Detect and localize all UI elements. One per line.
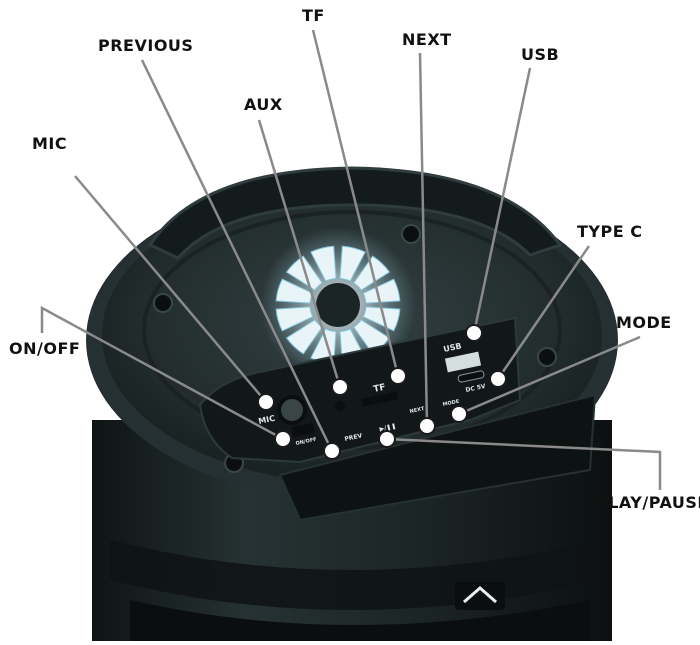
panel-label-play: ▶/❚❚ [379,423,397,433]
leader-line-tf [311,29,400,377]
leader-line-on-off [40,305,284,441]
led-segment [275,278,314,304]
callout-label-aux: AUX [244,95,283,114]
led-segment [310,245,337,282]
leader-line-previous [140,59,334,452]
callout-label-usb: USB [521,45,560,64]
panel-label-tf: TF [373,383,387,395]
callout-marker-next [418,417,436,435]
leader-line-type-c [496,245,591,380]
callout-marker-play-pause [378,430,396,448]
led-segment [285,319,324,355]
leader-lines [40,29,662,490]
callout-label-previous: PREVIOUS [98,36,194,55]
callout-marker-type-c [489,370,507,388]
callout-label-on-off: ON/OFF [9,339,81,358]
typec-port [457,370,485,383]
tf-slot [361,391,399,407]
panel-label-dc: DC 5V [465,383,487,394]
callout-marker-tf [389,367,407,385]
callout-markers [257,324,507,460]
aux-jack [277,395,307,425]
body-grille-lower [130,600,590,641]
callout-marker-mode [450,405,468,423]
led-segment [362,278,401,304]
control-panel [198,316,522,464]
callout-label-type-c: TYPE C [577,222,643,241]
carry-handle [147,166,563,260]
mic-jack [335,401,345,411]
led-segment [339,245,366,282]
led-segment [275,306,314,332]
front-display [278,393,597,522]
callout-label-mode: MODE [616,313,672,332]
panel-label-mic: MIC [258,414,276,426]
callout-marker-previous [323,442,341,460]
leader-line-play-pause [386,437,662,490]
screw-hole [537,347,557,367]
panel-label-onoff: ON/OFF [295,437,317,447]
leader-line-aux [257,119,342,388]
body-badge-glyph [463,586,497,604]
leader-line-next [418,52,429,427]
led-center [316,283,360,327]
screw-hole [153,293,173,313]
onoff-switch [291,423,315,437]
callout-marker-usb [465,324,483,342]
callout-label-tf: TF [302,6,325,25]
usb-port [444,351,482,373]
callout-marker-aux [331,378,349,396]
leader-line-mode [458,335,641,416]
callout-label-mic: MIC [32,134,68,153]
leader-line-mic [74,175,267,403]
panel-label-next: NEXT [409,406,425,415]
panel-label-mode: MODE [442,398,460,407]
body-badge [455,582,505,610]
callout-label-play-pause: PLAY/PAUSE [596,493,700,512]
callout-label-next: NEXT [402,30,452,49]
callout-marker-on-off [274,430,292,448]
screw-hole [401,224,421,244]
leader-line-usb [472,67,532,334]
callout-marker-mic [257,393,275,411]
panel-label-prev: PREV [344,432,363,443]
panel-label-usb: USB [443,341,463,354]
led-segment [362,306,401,332]
